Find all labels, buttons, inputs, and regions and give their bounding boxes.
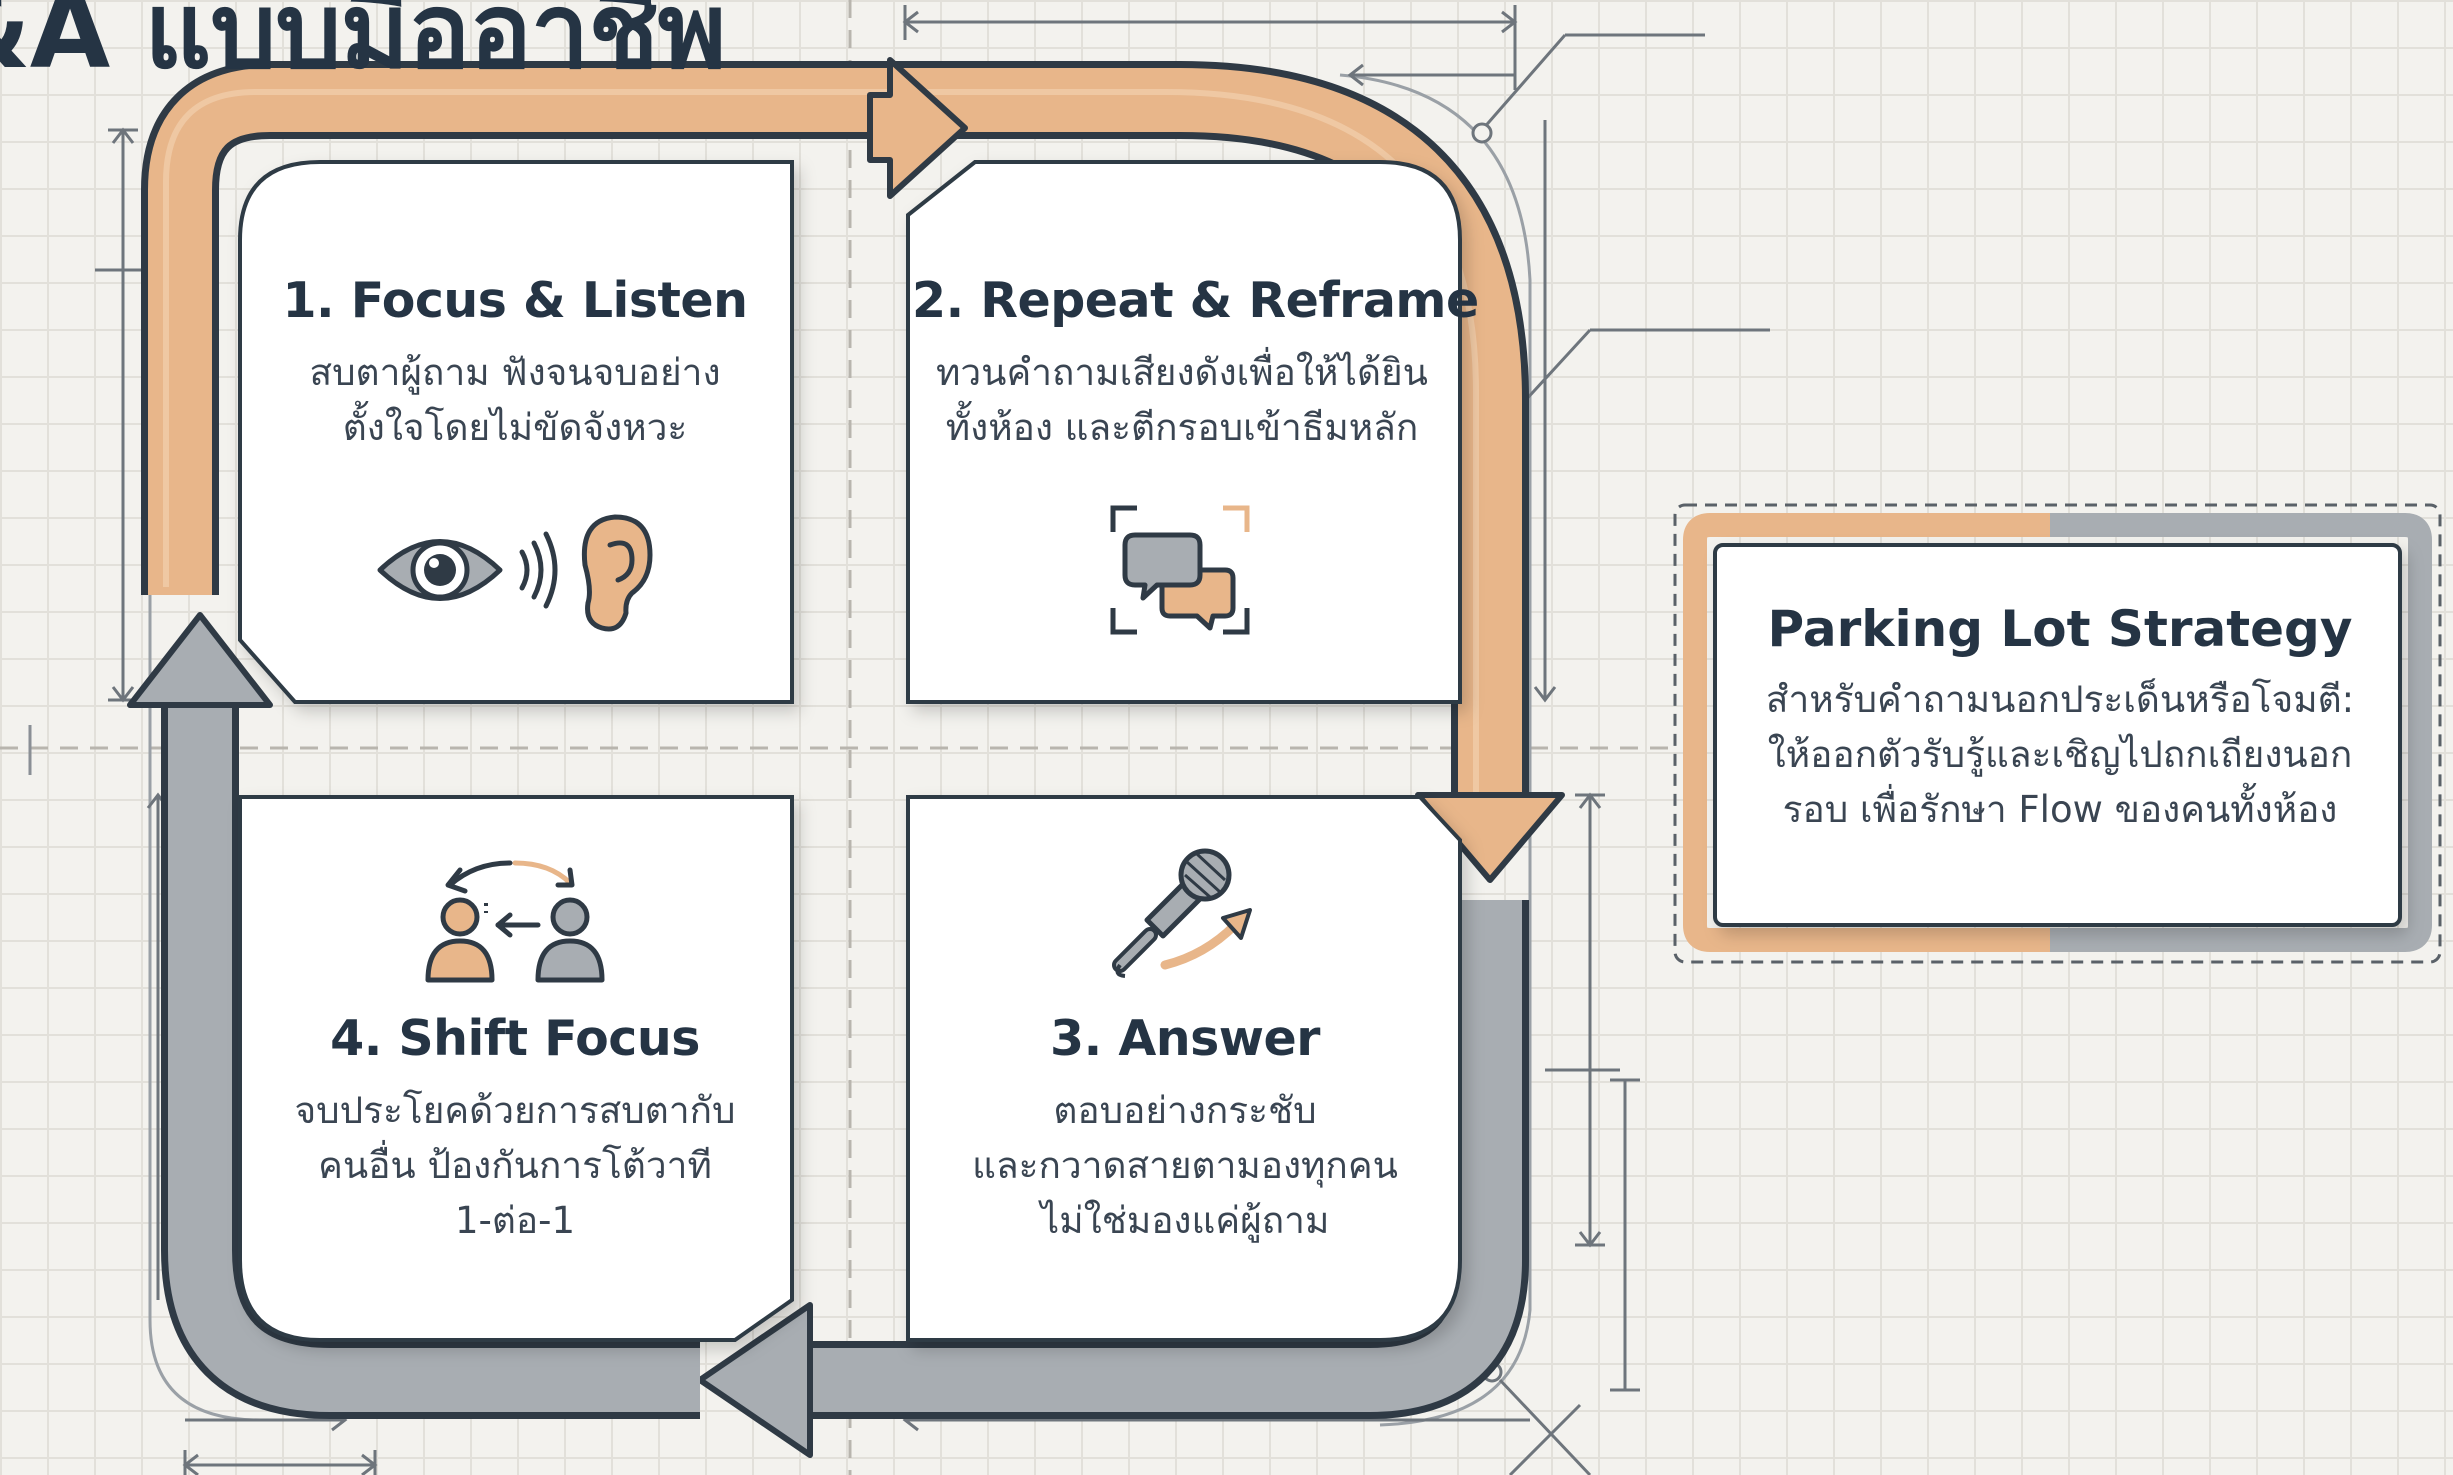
step-shift-focus: 4. Shift Focus จบประโยคด้วยการสบตากับ คน… bbox=[260, 1010, 770, 1248]
parking-lot-box bbox=[1673, 503, 2442, 964]
page-title: &A แบบมืออาชีพ bbox=[0, 0, 726, 92]
step-answer: 3. Answer ตอบอย่างกระชับ และกวาดสายตามอง… bbox=[920, 1010, 1450, 1248]
card-answer bbox=[906, 795, 1462, 1342]
gray-flow-arrow bbox=[127, 612, 1529, 1458]
card-shift-focus bbox=[238, 795, 794, 1342]
card-focus-listen bbox=[238, 160, 794, 704]
microphone-icon bbox=[1112, 848, 1252, 978]
parking-lot-strategy: Parking Lot Strategy สำหรับคำถามนอกประเด… bbox=[1700, 600, 2420, 837]
step-title: 1. Focus & Listen bbox=[282, 272, 748, 329]
parking-lot-title: Parking Lot Strategy bbox=[1767, 600, 2353, 658]
parking-lot-description: สำหรับคำถามนอกประเด็นหรือโจมตี: ให้ออกตั… bbox=[1765, 678, 2355, 831]
step-title: 2. Repeat & Reframe bbox=[912, 272, 1479, 329]
step-repeat-reframe: 2. Repeat & Reframe ทวนคำถามเสียงดังเพื่… bbox=[912, 272, 1479, 455]
card-repeat-reframe bbox=[906, 160, 1462, 704]
step-title: 4. Shift Focus bbox=[330, 1010, 700, 1067]
step-description: ตอบอย่างกระชับ และกวาดสายตามองทุกคน ไม่ใ… bbox=[972, 1089, 1398, 1242]
orange-flow-arrow bbox=[141, 57, 1565, 883]
dimension-lines bbox=[95, 5, 1770, 1475]
people-shift-icon bbox=[425, 860, 605, 983]
step-description: จบประโยคด้วยการสบตากับ คนอื่น ป้องกันการ… bbox=[294, 1089, 736, 1242]
step-description: ทวนคำถามเสียงดังเพื่อให้ได้ยิน ทั้งห้อง … bbox=[936, 351, 1428, 449]
chat-bubbles-frame-icon bbox=[1110, 505, 1250, 635]
guide-curve bbox=[1339, 73, 1532, 1427]
eye-listening-ear-icon bbox=[377, 514, 653, 632]
step-description: สบตาผู้ถาม ฟังจนจบอย่าง ตั้งใจโดยไม่ขัดจ… bbox=[309, 351, 721, 449]
step-focus-listen: 1. Focus & Listen สบตาผู้ถาม ฟังจนจบอย่า… bbox=[260, 272, 770, 455]
step-title: 3. Answer bbox=[1050, 1010, 1320, 1067]
